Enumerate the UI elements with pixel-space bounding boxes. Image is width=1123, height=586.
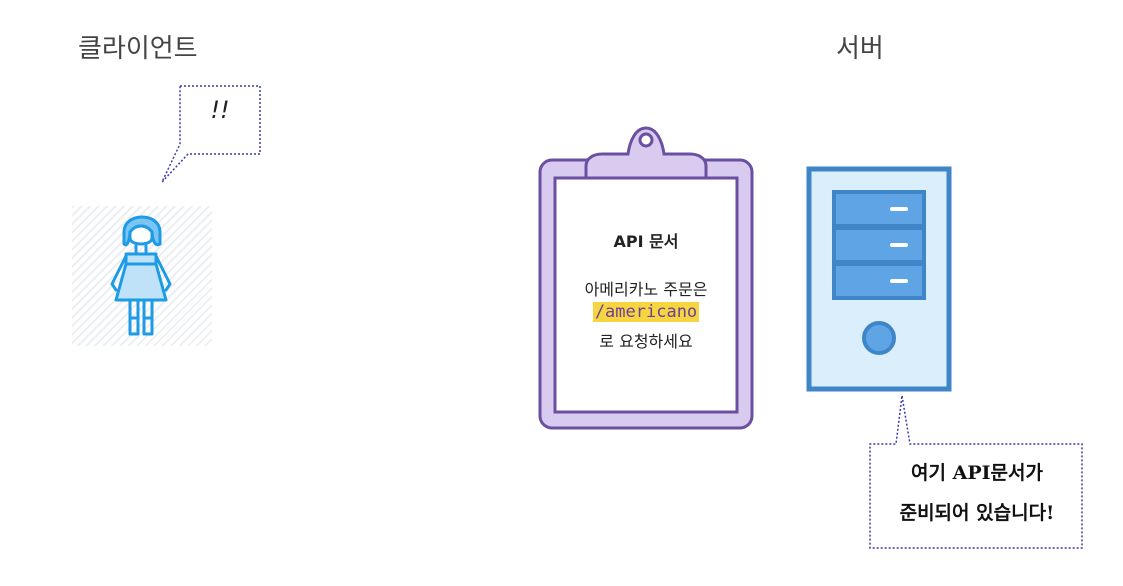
client-label: 클라이언트 (78, 34, 198, 64)
api-doc-endpoint-line: /americano (556, 302, 736, 322)
api-doc-line3: 로 요청하세요 (599, 332, 693, 351)
server-bubble-line2: 준비되어 있습니다! (899, 502, 1055, 524)
server-label: 서버 (836, 34, 884, 64)
client-bubble-text: !! (210, 96, 230, 124)
client-speech-bubble (161, 85, 261, 183)
api-doc-title: API 문서 (613, 232, 679, 251)
server-icon (806, 166, 952, 392)
api-doc-endpoint: /americano (592, 302, 700, 322)
client-person-illustration (72, 206, 212, 346)
server-speech-bubble (869, 395, 1083, 549)
api-doc-line1: 아메리카노 주문은 (584, 280, 708, 299)
person-icon (110, 215, 172, 336)
server-bubble-line1: 여기 API문서가 (911, 462, 1043, 484)
api-document-clipboard (538, 126, 754, 430)
